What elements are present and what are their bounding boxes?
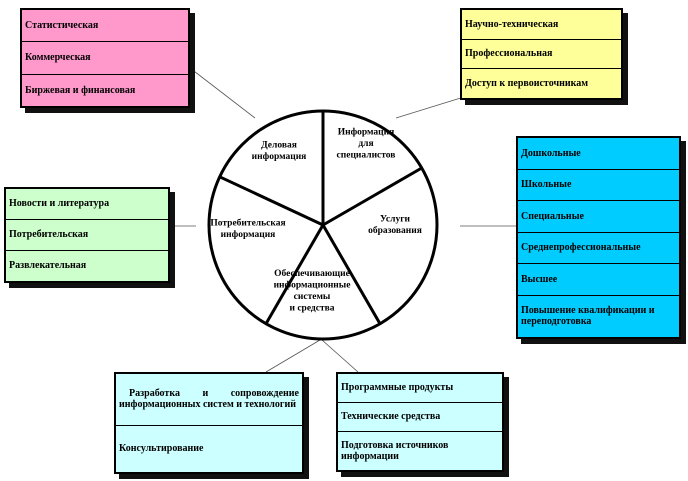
connector-business [189,67,256,119]
box-business: Статистическая Коммерческая Биржевая и ф… [20,8,195,113]
pie-divider-1 [322,166,423,227]
pie-segment-line: для [358,139,373,149]
list-item-specialists-1: Профессиональная [462,40,621,70]
connector-support-left [265,339,321,373]
pie-segment-line: Информация [338,127,395,138]
box-education: Дошкольные Школьные Специальные Среднепр… [516,136,686,344]
pie-divider-4 [219,175,324,227]
list-support-tools: Программные продукты Технические средств… [336,372,504,472]
pie-segment-line: специалистов [337,151,396,161]
list-item-business-1: Коммерческая [22,42,188,75]
list-item-education-5: Повышение квалификации и переподготовка [521,304,655,328]
connector-support-right [321,339,359,373]
pie-segment-line: Обеспечивающие [274,268,350,279]
list-consumer: Новости и литература Потребительская Раз… [4,187,170,283]
pie-segment-line: информация [221,229,276,240]
pie-segment-line: системы [294,292,331,302]
pie-segment-line: образования [368,225,422,236]
list-item-support-dev-0: Разработка и сопровождение информационны… [116,374,302,426]
pie-segment-line: Услуги [380,214,411,224]
pie-segment-line: информационные [274,279,351,290]
pie-divider-2 [321,224,382,325]
list-item-support-tools-0: Программные продукты [338,374,502,404]
box-specialists: Научно-техническая Профессиональная Дост… [460,8,628,105]
pie-segment-line: Деловая [261,140,297,150]
list-education: Дошкольные Школьные Специальные Среднепр… [516,136,681,339]
list-item-business-0: Статистическая [22,10,188,43]
list-item-specialists-2: Доступ к первоисточникам [465,77,589,89]
list-support-dev: Разработка и сопровождение информационны… [114,372,304,474]
list-item-support-dev-1: Консультирование [119,443,204,455]
list-business: Статистическая Коммерческая Биржевая и ф… [20,8,190,108]
list-item-support-tools-2: Подготовка источников информации [341,439,449,463]
box-support-dev: Разработка и сопровождение информационны… [114,372,309,479]
pie-segment-line: Потребительская [210,217,285,228]
list-item-support-tools-1: Технические средства [338,403,502,433]
pie-segment-line: и средства [289,303,334,313]
pie-segment-line: информация [252,151,307,162]
list-item-education-3: Среднепрофессиональные [518,233,679,265]
list-item-consumer-2: Развлекательная [9,260,87,272]
list-item-business-2: Биржевая и финансовая [25,84,136,96]
box-consumer: Новости и литература Потребительская Раз… [4,187,175,288]
list-item-consumer-0: Новости и литература [6,189,168,220]
list-item-education-2: Специальные [518,201,679,233]
list-item-education-4: Высшее [518,264,679,296]
list-item-specialists-0: Научно-техническая [462,10,621,40]
list-item-education-0: Дошкольные [518,138,679,170]
box-support-tools: Программные продукты Технические средств… [336,372,509,477]
list-item-consumer-1: Потребительская [6,220,168,251]
list-specialists: Научно-техническая Профессиональная Дост… [460,8,623,100]
pie-divider-3 [264,224,325,325]
list-item-education-1: Школьные [518,170,679,202]
